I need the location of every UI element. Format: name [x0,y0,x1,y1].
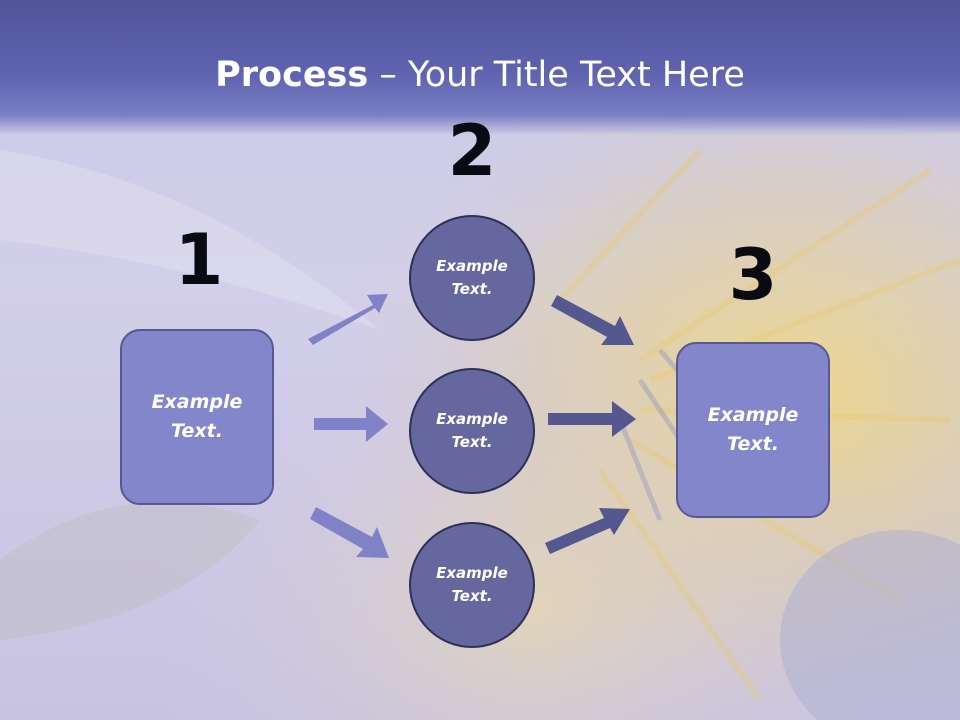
step-1-text: Example Text. [151,391,243,442]
step-2-circle-bottom[interactable]: Example Text. [409,522,535,648]
title-rest: – Your Title Text Here [368,55,745,95]
step-1-number: 1 [174,219,224,301]
title-bold: Process [215,55,369,95]
arrow-1-to-middle-icon [314,406,388,442]
step-2-middle-text: Example Text. [436,410,508,451]
title-bar [0,0,960,135]
step-1-box[interactable]: Example Text. [120,329,274,505]
step-2-bottom-text: Example Text. [436,564,508,605]
arrow-1-to-top-icon [308,294,388,345]
slide-title: Process – Your Title Text Here [0,52,960,98]
step-2-circle-top[interactable]: Example Text. [409,215,535,341]
step-2-top-text: Example Text. [436,257,508,298]
step-3-box[interactable]: Example Text. [676,342,830,518]
arrow-middle-to-3-icon [548,401,636,437]
step-3-text: Example Text. [707,404,799,455]
arrow-top-to-3-icon [551,295,634,345]
arrow-bottom-to-3-icon [545,508,630,554]
step-3-number: 3 [728,234,778,316]
step-2-circle-middle[interactable]: Example Text. [409,368,535,494]
arrow-1-to-bottom-icon [310,507,389,558]
step-2-number: 2 [447,110,497,192]
